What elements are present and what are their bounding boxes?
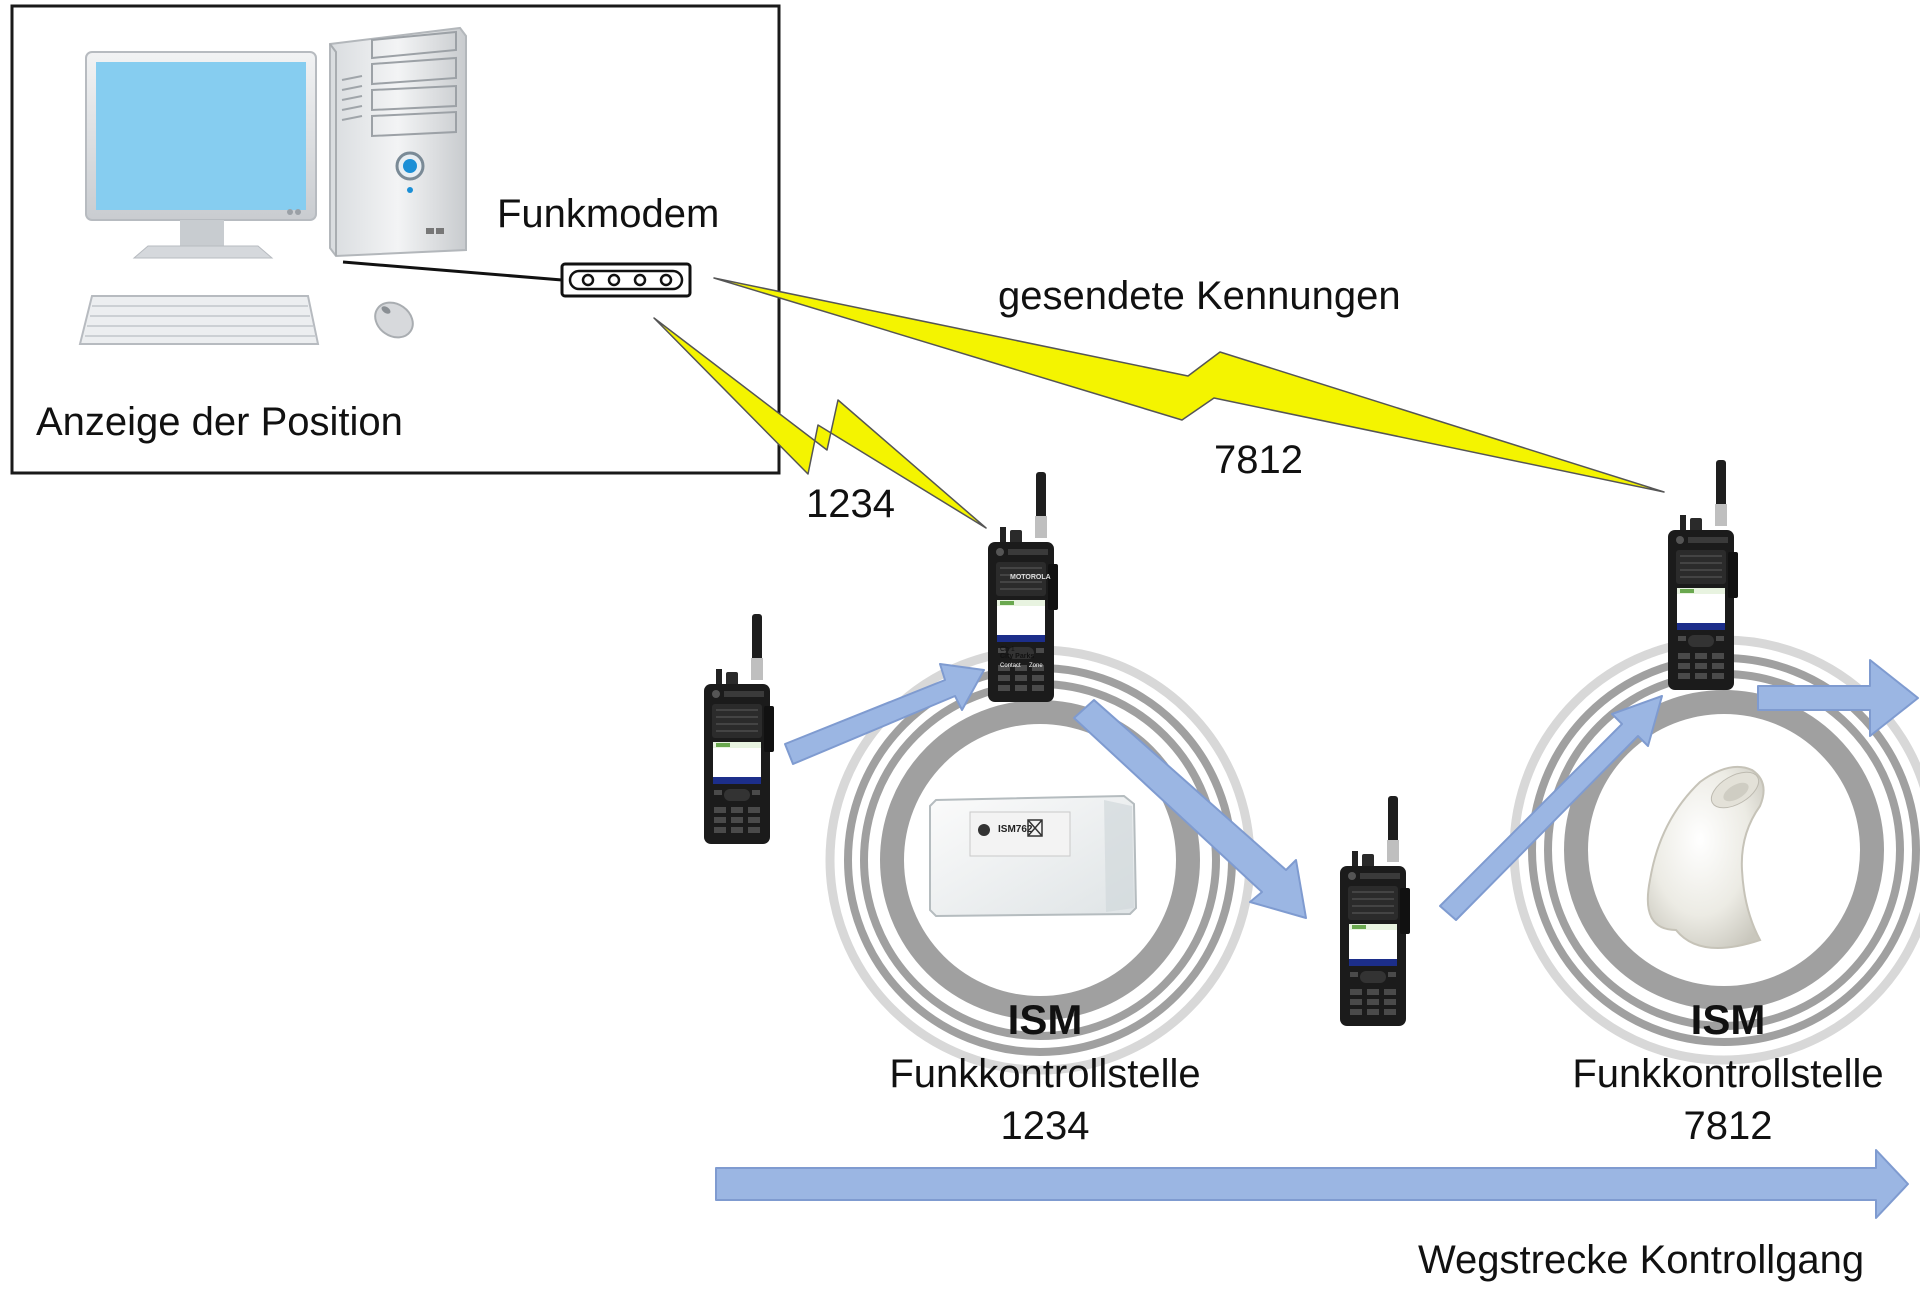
radio-softkey-left: Contact <box>1000 663 1021 669</box>
transmitted-ids-label: gesendete Kennungen <box>998 274 1401 318</box>
signal-bolt-1234 <box>653 317 987 529</box>
station-1234-type: ISM <box>1007 996 1083 1043</box>
signal-id-1234: 1234 <box>806 482 895 526</box>
modem-cable <box>342 260 563 282</box>
station-7812-label: Funkkontrollstelle <box>1572 1052 1884 1096</box>
computer-tower-icon <box>329 26 467 258</box>
walk-arrow-4 <box>1757 659 1919 737</box>
station-1234-id: 1234 <box>1000 1104 1090 1148</box>
station-1234-label: Funkkontrollstelle <box>889 1052 1201 1096</box>
radio-at-station-7812 <box>1667 459 1739 691</box>
radio-between-stations <box>1339 795 1411 1027</box>
signal-bolt-7812 <box>713 277 1665 493</box>
modem-label: Funkmodem <box>497 192 720 236</box>
signal-id-7812: 7812 <box>1214 438 1303 482</box>
walk-arrow-1 <box>784 663 985 765</box>
ism-box-device-icon: ISM762 <box>929 794 1138 918</box>
walk-arrow-2 <box>1073 699 1307 919</box>
pc-position-label: Anzeige der Position <box>36 400 403 444</box>
radio-at-station-1234 <box>987 471 1059 703</box>
radio-channel-label: Ch 1 <box>1000 646 1015 653</box>
monitor-icon <box>85 51 317 259</box>
route-arrow <box>715 1149 1909 1219</box>
radio-softkey-right: Zone <box>1029 663 1043 669</box>
radio-brand-label: MOTOROLA <box>1010 574 1051 581</box>
ism-box-model-label: ISM762 <box>998 824 1033 835</box>
keyboard-icon <box>78 295 320 345</box>
radio-name-label: City Parks <box>1000 653 1035 660</box>
radio-approaching <box>703 613 775 845</box>
station-7812-id: 7812 <box>1683 1104 1773 1148</box>
station-7812-type: ISM <box>1690 996 1766 1043</box>
mouse-icon <box>374 301 414 339</box>
movement-arrows <box>784 659 1919 921</box>
modem-icon <box>560 262 692 298</box>
walk-arrow-3 <box>1439 695 1663 921</box>
route-label: Wegstrecke Kontrollgang <box>1418 1238 1865 1282</box>
ism-wall-cup-device-icon <box>1646 766 1765 949</box>
